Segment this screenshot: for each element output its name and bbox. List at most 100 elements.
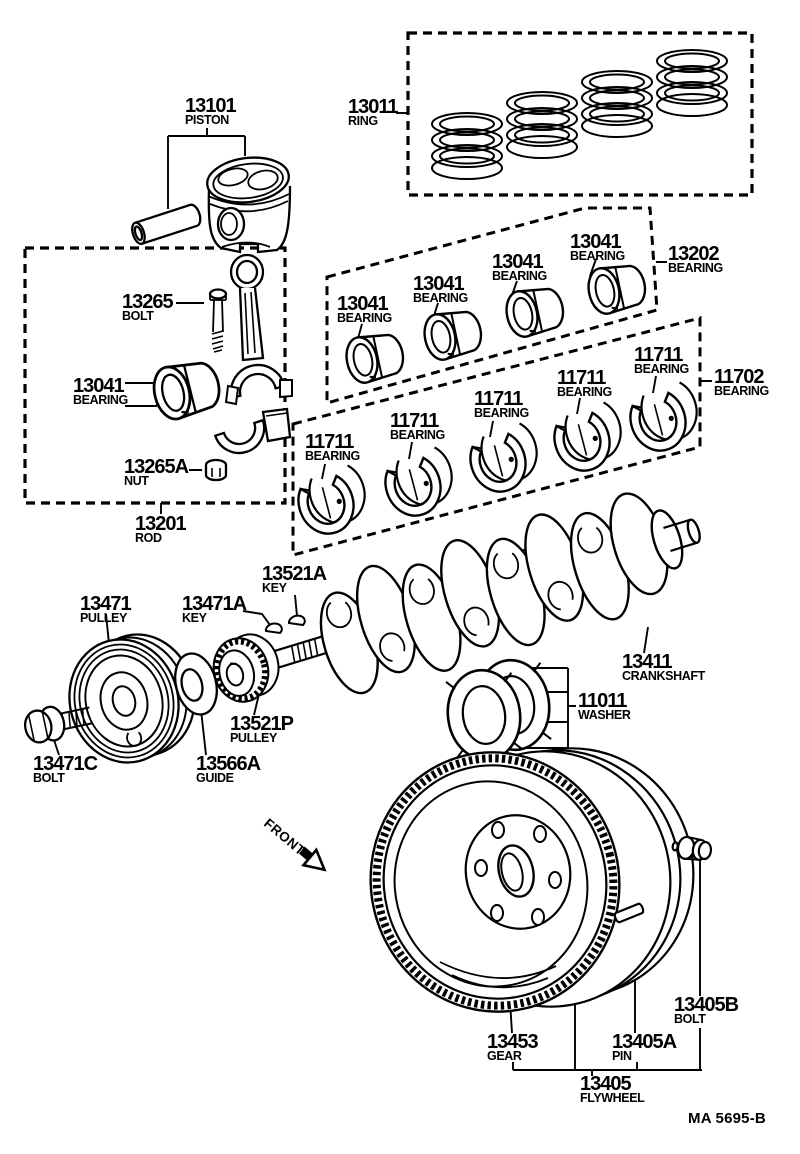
part-caption: BOLT <box>33 771 65 785</box>
part-caption: BEARING <box>557 385 612 399</box>
part-number: 13471C <box>33 753 98 775</box>
label-piston: 13101 PISTON <box>185 95 237 127</box>
part-number: 13453 <box>487 1031 539 1053</box>
label-rod: 13201 ROD <box>135 513 187 545</box>
part-number: 13411 <box>622 651 673 673</box>
part-number: 11011 <box>578 690 627 712</box>
label-guide: 13566A GUIDE <box>196 753 261 784</box>
part-number: 13041 <box>413 273 465 295</box>
part-caption: PULLEY <box>230 731 277 745</box>
part-caption: BEARING <box>570 249 625 263</box>
part-number: 11711 <box>474 388 523 410</box>
piston-rings-drawing <box>431 49 728 180</box>
part-number: 13521P <box>230 713 294 735</box>
label-rod-bearing-left: 13041 BEARING <box>73 375 128 407</box>
label-ring: 13011 RING <box>348 96 399 128</box>
part-number: 13101 <box>185 95 237 117</box>
part-number: 13566A <box>196 753 261 775</box>
label-crankshaft: 13411 CRANKSHAFT <box>622 651 705 683</box>
part-caption: KEY <box>262 581 287 595</box>
label-main-bearing-5: 11711 BEARING <box>634 344 689 376</box>
drawing-code: MA 5695-B <box>688 1110 766 1127</box>
label-main-bearing-1: 11711 BEARING <box>305 431 360 463</box>
pulley-group-drawing <box>23 614 306 764</box>
connecting-rod-drawing <box>204 253 293 482</box>
label-flywheel-pin: 13405A PIN <box>612 1031 677 1063</box>
part-caption: GEAR <box>487 1049 522 1063</box>
part-number: 13011 <box>348 96 399 118</box>
part-number: 13405B <box>674 994 739 1016</box>
label-rod-bolt: 13265 BOLT <box>122 291 174 323</box>
part-number: 13405 <box>580 1073 632 1095</box>
part-caption: CRANKSHAFT <box>622 669 705 683</box>
rod-bearing-drawing <box>147 354 226 425</box>
part-caption: PULLEY <box>80 611 127 625</box>
label-pulley-key: 13471A KEY <box>182 593 247 625</box>
label-rod-bearing-1: 13041 BEARING <box>337 293 392 325</box>
part-number: 11711 <box>634 344 683 366</box>
flywheel-drawing <box>369 747 695 1013</box>
label-timing-pulley: 13521P PULLEY <box>230 713 294 745</box>
part-caption: BEARING <box>474 406 529 420</box>
part-number: 13041 <box>570 231 622 253</box>
part-caption: PIN <box>612 1049 632 1063</box>
part-caption: FLYWHEEL <box>580 1091 645 1105</box>
part-caption: BEARING <box>73 393 128 407</box>
part-caption: BOLT <box>122 309 154 323</box>
part-caption: BEARING <box>668 261 723 275</box>
label-rod-bearing-3: 13041 BEARING <box>492 251 547 283</box>
piston-drawing <box>131 156 292 254</box>
label-main-bearing-2: 11711 BEARING <box>390 410 445 442</box>
part-number: 13202 <box>668 243 720 265</box>
part-number: 13405A <box>612 1031 677 1053</box>
part-number: 13521A <box>262 563 327 585</box>
rod-set-box <box>23 246 287 505</box>
part-caption: ROD <box>135 531 162 545</box>
label-flywheel: 13405 FLYWHEEL <box>580 1073 645 1105</box>
front-arrow: FRONT <box>261 816 327 872</box>
part-number: 13265 <box>122 291 174 313</box>
part-caption: NUT <box>124 474 149 488</box>
label-thrust-washer: 11011 WASHER <box>578 690 631 722</box>
part-caption: BEARING <box>413 291 468 305</box>
part-number: 13471 <box>80 593 132 615</box>
part-number: 11711 <box>305 431 354 453</box>
label-rod-bearing-4: 13041 BEARING <box>570 231 625 263</box>
part-number: 13041 <box>73 375 125 397</box>
label-rod-nut: 13265A NUT <box>124 456 189 488</box>
crankshaft-drawing <box>267 492 701 695</box>
flywheel-pin-drawing <box>613 902 645 924</box>
part-caption: PISTON <box>185 113 229 127</box>
part-caption: BEARING <box>305 449 360 463</box>
part-caption: BEARING <box>492 269 547 283</box>
label-main-bearing-set: 11702 BEARING <box>714 366 769 397</box>
label-pulley-bolt: 13471C BOLT <box>33 753 98 785</box>
part-number: 11711 <box>390 410 439 432</box>
part-caption: BEARING <box>634 362 689 376</box>
ring-set-box <box>406 31 754 197</box>
part-caption: KEY <box>182 611 207 625</box>
part-number: 11702 <box>714 366 765 388</box>
part-caption: BEARING <box>337 311 392 325</box>
part-number: 13201 <box>135 513 187 535</box>
part-caption: RING <box>348 114 378 128</box>
part-number: 13041 <box>492 251 544 273</box>
part-number: 13471A <box>182 593 247 615</box>
part-caption: BEARING <box>390 428 445 442</box>
part-number: 13041 <box>337 293 389 315</box>
rod-bearing-set-box <box>325 206 659 405</box>
label-timing-key: 13521A KEY <box>262 563 327 595</box>
label-crank-pulley: 13471 PULLEY <box>80 593 132 625</box>
label-main-bearing-4: 11711 BEARING <box>557 367 612 399</box>
label-rod-bearing-2: 13041 BEARING <box>413 273 468 305</box>
part-number: 13265A <box>124 456 189 478</box>
label-main-bearing-3: 11711 BEARING <box>474 388 529 420</box>
flywheel-bolt-drawing <box>671 835 713 861</box>
label-rod-bearing-set: 13202 BEARING <box>668 243 723 275</box>
label-ring-gear: 13453 GEAR <box>487 1031 539 1063</box>
part-number: 11711 <box>557 367 606 389</box>
part-caption: WASHER <box>578 708 631 722</box>
part-caption: BOLT <box>674 1012 706 1026</box>
